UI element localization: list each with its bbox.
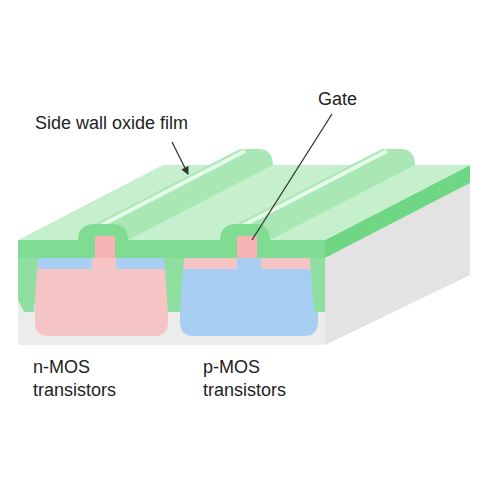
leader-line <box>252 114 332 240</box>
sidewall-ridge <box>220 149 415 240</box>
isolation <box>310 258 325 312</box>
n-well <box>180 258 318 336</box>
isolation <box>164 258 184 312</box>
p-source <box>183 258 237 269</box>
ridge-highlight <box>100 151 245 226</box>
p-drain <box>261 258 315 269</box>
leader-line <box>172 142 188 174</box>
p-well <box>35 258 168 336</box>
substrate-front <box>18 258 325 345</box>
region-label: n-MOS transistors <box>33 356 158 403</box>
isolation <box>18 258 38 312</box>
n-source <box>38 258 92 269</box>
callout-label: Side wall oxide film <box>35 112 235 135</box>
callout-label: Gate <box>318 88 398 111</box>
sidewall-ridge <box>78 149 273 240</box>
ridge-highlight <box>242 151 387 226</box>
oxide-front <box>18 240 325 258</box>
gate <box>95 236 115 258</box>
region-label: p-MOS transistors <box>203 356 328 403</box>
gate <box>237 236 257 258</box>
n-drain <box>116 258 166 269</box>
